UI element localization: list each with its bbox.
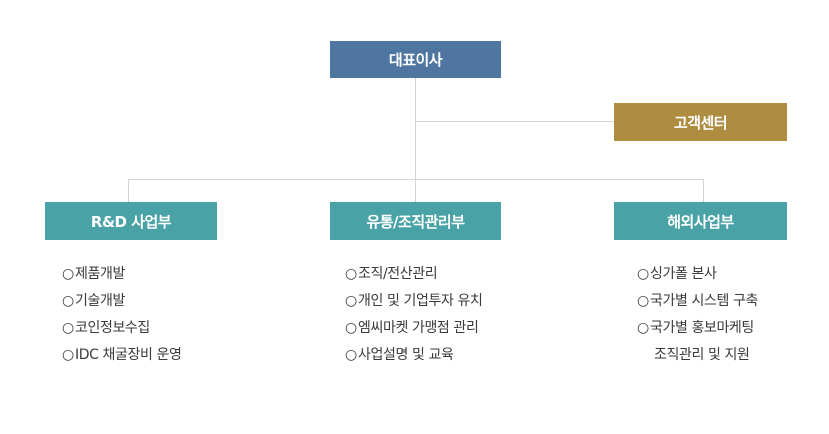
circle-bullet-icon: ○ <box>345 347 357 363</box>
customer-center-box: 고객센터 <box>614 103 787 141</box>
dept-list-distribution: ○조직/전산관리 ○개인 및 기업투자 유치 ○엠씨마켓 가맹점 관리 ○사업설… <box>345 261 483 369</box>
connector-customer-center <box>415 121 614 122</box>
circle-bullet-icon: ○ <box>637 320 649 336</box>
list-item: ○사업설명 및 교육 <box>345 342 482 369</box>
list-item: ○조직/전산관리 <box>345 261 482 288</box>
connector-ceo-vertical <box>415 78 416 202</box>
dept-list-rnd: ○제품개발 ○기술개발 ○코인정보수집 ○IDC 채굴장비 운영 <box>62 261 182 369</box>
circle-bullet-icon: ○ <box>345 320 357 336</box>
list-item: ○제품개발 <box>62 261 181 288</box>
dept-list-overseas: ○싱가폴 본사 ○국가별 시스템 구축 ○국가별 홍보마케팅 조직관리 및 지원 <box>637 261 758 369</box>
circle-bullet-icon: ○ <box>345 293 357 309</box>
dept-box-distribution: 유통/조직관리부 <box>330 202 501 240</box>
circle-bullet-icon: ○ <box>62 347 74 363</box>
list-item: ○기술개발 <box>62 288 181 315</box>
list-item: ○엠씨마켓 가맹점 관리 <box>345 315 482 342</box>
circle-bullet-icon: ○ <box>637 266 649 282</box>
circle-bullet-icon: ○ <box>637 293 649 309</box>
list-item: 조직관리 및 지원 <box>654 347 750 363</box>
circle-bullet-icon: ○ <box>62 320 74 336</box>
list-item: ○코인정보수집 <box>62 315 181 342</box>
list-item: ○개인 및 기업투자 유치 <box>345 288 483 315</box>
list-item: ○국가별 시스템 구축 <box>637 288 758 315</box>
connector-horizontal-bar <box>128 179 704 180</box>
connector-right-drop <box>703 179 704 202</box>
dept-box-rnd: R&D 사업부 <box>45 202 217 240</box>
ceo-box: 대표이사 <box>330 41 501 78</box>
list-item: ○IDC 채굴장비 운영 <box>62 342 182 369</box>
list-item: ○싱가폴 본사 <box>637 261 758 288</box>
circle-bullet-icon: ○ <box>62 293 74 309</box>
circle-bullet-icon: ○ <box>62 266 74 282</box>
connector-left-drop <box>128 179 129 202</box>
circle-bullet-icon: ○ <box>345 266 357 282</box>
list-item: ○국가별 홍보마케팅 <box>637 315 758 342</box>
dept-box-overseas: 해외사업부 <box>614 202 787 240</box>
